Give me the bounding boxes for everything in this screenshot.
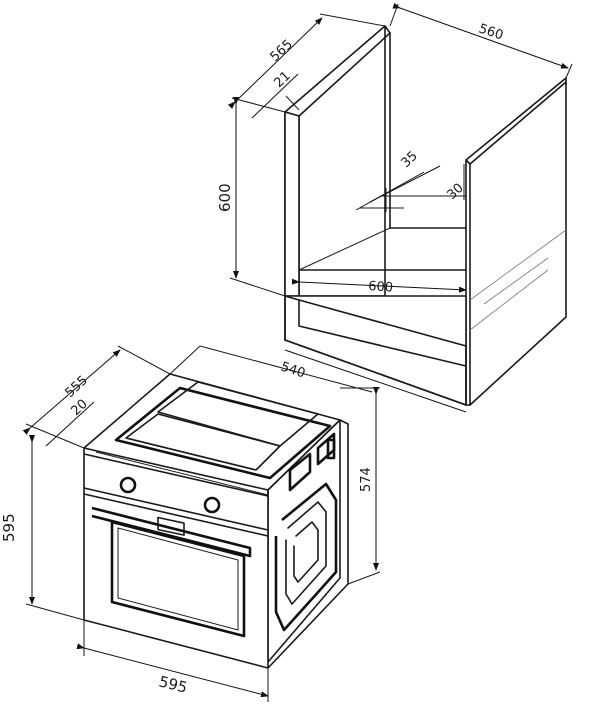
label-inner-width: 600 bbox=[368, 279, 394, 296]
left-knob-icon bbox=[119, 476, 137, 494]
label-cabinet-depth: 565 bbox=[267, 37, 295, 65]
label-oven-width: 595 bbox=[157, 672, 189, 696]
oven-front bbox=[83, 447, 269, 669]
cabinet-base-drawer bbox=[284, 295, 467, 406]
oven-window bbox=[110, 520, 246, 638]
label-cabinet-height: 600 bbox=[216, 183, 234, 212]
label-vent-depth: 35 bbox=[398, 149, 420, 171]
label-cabinet-width: 560 bbox=[477, 22, 505, 44]
label-front-width: 540 bbox=[279, 360, 307, 382]
right-knob-icon bbox=[203, 496, 221, 514]
cabinet-interior bbox=[298, 227, 567, 331]
oven-dimensions bbox=[22, 345, 381, 702]
cabinet-dimensions bbox=[227, 2, 573, 413]
oven-top bbox=[83, 373, 341, 497]
cabinet-drawing bbox=[284, 25, 567, 406]
oven-side bbox=[267, 419, 349, 669]
cabinet-left-panel bbox=[284, 25, 391, 297]
label-oven-height: 595 bbox=[0, 513, 18, 542]
label-cabinet-gap: 21 bbox=[271, 69, 293, 91]
label-vent-width: 30 bbox=[444, 181, 466, 203]
label-oven-body-height: 574 bbox=[359, 467, 374, 492]
cabinet-right-panel bbox=[465, 77, 567, 406]
oven-drawing bbox=[83, 373, 349, 669]
